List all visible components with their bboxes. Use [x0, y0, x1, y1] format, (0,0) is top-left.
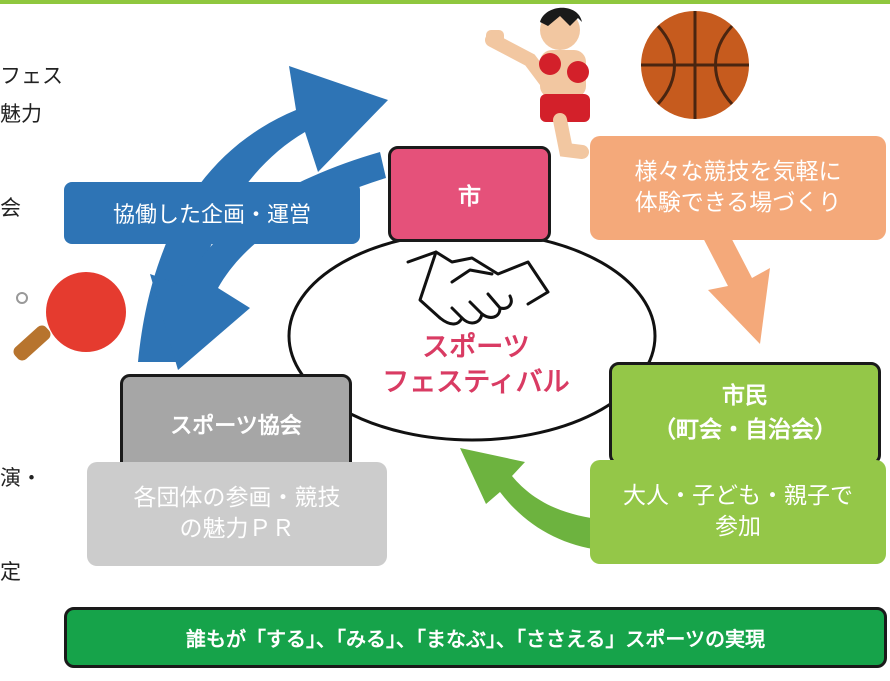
- goal-banner-label: 誰もが「する」、「みる」、「まなぶ」、「ささえる」スポーツの実現: [186, 627, 765, 651]
- city-label: 市: [458, 184, 481, 210]
- ping-pong-paddle-icon: [13, 272, 126, 361]
- green-arrow-left: [460, 448, 605, 550]
- festival-line2: フェスティバル: [382, 367, 570, 399]
- festival-title: スポーツ フェスティバル: [356, 330, 596, 400]
- cut-text-en: 演・: [0, 466, 42, 490]
- cut-text-appeal: 魅力: [0, 102, 42, 126]
- collaboration-box: 協働した企画・運営: [64, 182, 360, 244]
- pr-line1: 各団体の参画・競技: [133, 484, 341, 511]
- kickboxer-illustration: [485, 7, 590, 159]
- cut-text-tei: 定: [0, 560, 21, 584]
- participation-line2: 参加: [715, 514, 761, 540]
- experience-line2: 体験できる場づくり: [634, 190, 842, 216]
- blue-arrow-down: [150, 152, 386, 370]
- orange-arrow-down: [700, 224, 770, 344]
- goal-banner: 誰もが「する」、「みる」、「まなぶ」、「ささえる」スポーツの実現: [64, 607, 887, 668]
- blue-arrow-up: [138, 66, 388, 362]
- cut-text-kai: 会: [0, 196, 21, 220]
- association-label: スポーツ協会: [170, 414, 302, 439]
- top-accent-line: [0, 0, 890, 4]
- basketball-icon: [641, 11, 749, 119]
- festival-line1: スポーツ: [422, 332, 530, 363]
- pr-box: 各団体の参画・競技 の魅力ＰＲ: [87, 462, 387, 566]
- handshake-icon: [406, 250, 550, 326]
- cut-text-fes: フェス: [0, 64, 63, 88]
- experience-line1: 様々な競技を気軽に: [634, 158, 842, 185]
- participation-box: 大人・子ども・親子で 参加: [590, 460, 886, 564]
- city-box: 市: [388, 146, 551, 242]
- participation-line1: 大人・子ども・親子で: [623, 482, 853, 509]
- experience-box: 様々な競技を気軽に 体験できる場づくり: [590, 136, 886, 240]
- citizens-box: 市民 （町会・自治会）: [609, 362, 881, 465]
- citizens-line1: 市民: [722, 383, 768, 410]
- association-box: スポーツ協会: [120, 374, 352, 474]
- citizens-line2: （町会・自治会）: [653, 416, 837, 443]
- collaboration-label: 協働した企画・運営: [112, 203, 311, 228]
- pr-line2: の魅力ＰＲ: [179, 516, 295, 542]
